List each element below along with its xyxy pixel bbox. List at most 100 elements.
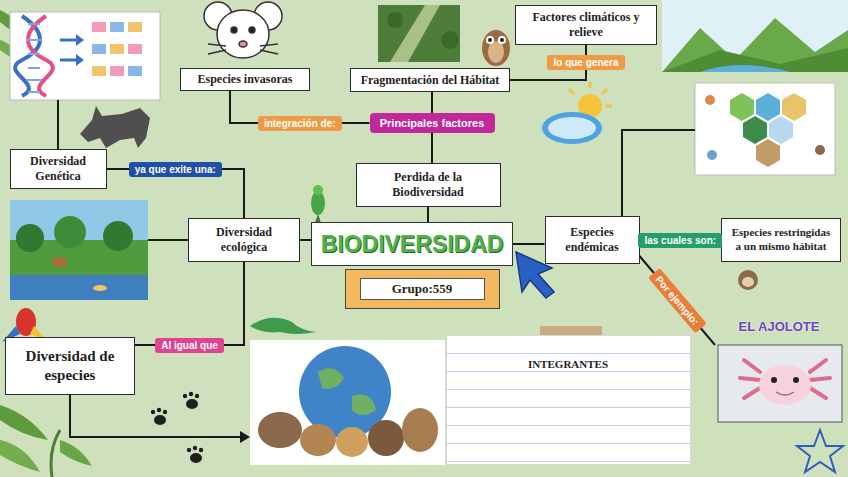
iguana-figure xyxy=(250,318,316,334)
bamboo-leaves xyxy=(60,440,92,466)
paw-prints xyxy=(190,453,202,463)
ecosystem-picture xyxy=(10,200,148,300)
owl-figure xyxy=(498,36,506,44)
owl-figure xyxy=(488,41,504,63)
habitat-photo xyxy=(378,5,460,62)
ecosystem-picture xyxy=(10,275,148,300)
dna-picture xyxy=(92,44,106,54)
habitat-photo xyxy=(387,12,403,28)
owl-figure xyxy=(488,38,492,42)
concept-box: Especies invasoras xyxy=(180,68,310,91)
paw-prints xyxy=(163,410,167,414)
paw-prints xyxy=(189,392,193,396)
habitats-picture xyxy=(769,116,793,144)
paw-prints xyxy=(199,448,203,452)
weather-icon xyxy=(569,82,612,106)
sloth-figure xyxy=(742,277,754,287)
weather-icon xyxy=(542,82,612,144)
connector-label: Al igual que xyxy=(155,338,224,353)
dna-picture xyxy=(110,66,124,76)
sloth-figure xyxy=(738,270,758,290)
habitats-picture xyxy=(743,116,767,144)
dna-picture xyxy=(128,22,142,32)
dna-picture xyxy=(128,66,142,76)
dna-picture xyxy=(76,34,84,66)
mouse-drawing xyxy=(239,41,247,47)
paw-prints xyxy=(151,410,155,414)
ecosystem-picture xyxy=(52,257,68,267)
bamboo-leaves xyxy=(51,430,60,477)
node-text: Diversidad de especies xyxy=(12,347,128,385)
starfish-outline xyxy=(797,430,843,472)
arrow-head xyxy=(240,431,250,443)
animals-picture xyxy=(250,340,445,465)
habitats-picture xyxy=(707,150,717,160)
mountain-picture xyxy=(662,0,848,72)
starfish-outline xyxy=(797,430,843,472)
paw-prints xyxy=(187,448,191,452)
paw-prints xyxy=(183,394,187,398)
ecosystem-picture xyxy=(103,221,133,251)
bamboo-leaves xyxy=(0,405,48,440)
node-text: BIODIVERSIDAD xyxy=(320,231,504,258)
ecosystem-picture xyxy=(16,224,44,252)
concept-box: Especies restringidas a un mismo hábitat xyxy=(721,218,841,262)
connector-label: Por ejemplo: xyxy=(648,268,706,333)
node-text: Perdida de la Biodiversidad xyxy=(363,170,494,200)
bamboo-leaves xyxy=(0,440,40,472)
connector-line xyxy=(135,262,244,345)
connector-line xyxy=(513,243,545,245)
weather-icon xyxy=(548,117,596,139)
habitats-picture xyxy=(695,83,835,175)
axolotl-picture xyxy=(759,365,811,405)
habitats-picture xyxy=(705,95,715,105)
iguana-figure xyxy=(250,318,316,334)
animals-picture xyxy=(300,424,336,456)
leader-line xyxy=(622,130,695,230)
connector-label: las cuales son: xyxy=(638,233,722,248)
mouse-drawing xyxy=(208,44,278,54)
animals-picture xyxy=(336,427,368,457)
axolotl-picture xyxy=(776,392,794,395)
habitats-picture xyxy=(815,145,825,155)
habitats-picture xyxy=(756,93,780,121)
owl-figure xyxy=(486,36,494,44)
animals-picture xyxy=(250,340,445,465)
habitat-photo xyxy=(441,31,459,49)
sloth-figure xyxy=(738,270,758,290)
dna-picture xyxy=(110,22,124,32)
dna-picture xyxy=(92,66,106,76)
animals-picture xyxy=(368,420,404,456)
weather-icon xyxy=(542,112,602,144)
node-text: Diversidad ecológica xyxy=(195,225,293,255)
dna-picture xyxy=(28,16,53,96)
mountain-picture xyxy=(662,0,848,72)
node-text: EL AJOLOTE xyxy=(715,319,843,334)
axolotl-picture xyxy=(718,345,842,422)
mountain-picture xyxy=(662,48,848,72)
dna-picture xyxy=(10,12,160,100)
concept-box: Diversidad de especies xyxy=(5,337,135,395)
connector-label: ya que exite una: xyxy=(129,162,222,177)
concept-box: Perdida de la Biodiversidad xyxy=(356,163,501,207)
paw-prints xyxy=(193,446,197,450)
node-text: Especies invasoras xyxy=(187,72,303,87)
mountain-picture xyxy=(700,65,790,72)
concept-box: Diversidad Genética xyxy=(10,149,107,189)
central-title-box: BIODIVERSIDAD xyxy=(311,222,513,266)
concept-box: Especies endémicas xyxy=(545,216,640,264)
paw-prints xyxy=(186,399,198,409)
dna-picture xyxy=(26,24,42,92)
small-parrot xyxy=(311,185,325,226)
connector-label: integración de: xyxy=(258,116,342,131)
mouse-drawing xyxy=(249,27,255,33)
habitats-picture xyxy=(730,93,754,121)
node-text: Factores climáticos y relieve xyxy=(522,10,650,40)
wolf-figure xyxy=(80,106,150,148)
habitats-picture xyxy=(782,93,806,121)
habitats-picture xyxy=(756,139,780,167)
mountain-picture xyxy=(662,18,848,72)
node-text: Especies restringidas a un mismo hábitat xyxy=(728,226,834,254)
animals-picture xyxy=(402,408,438,452)
